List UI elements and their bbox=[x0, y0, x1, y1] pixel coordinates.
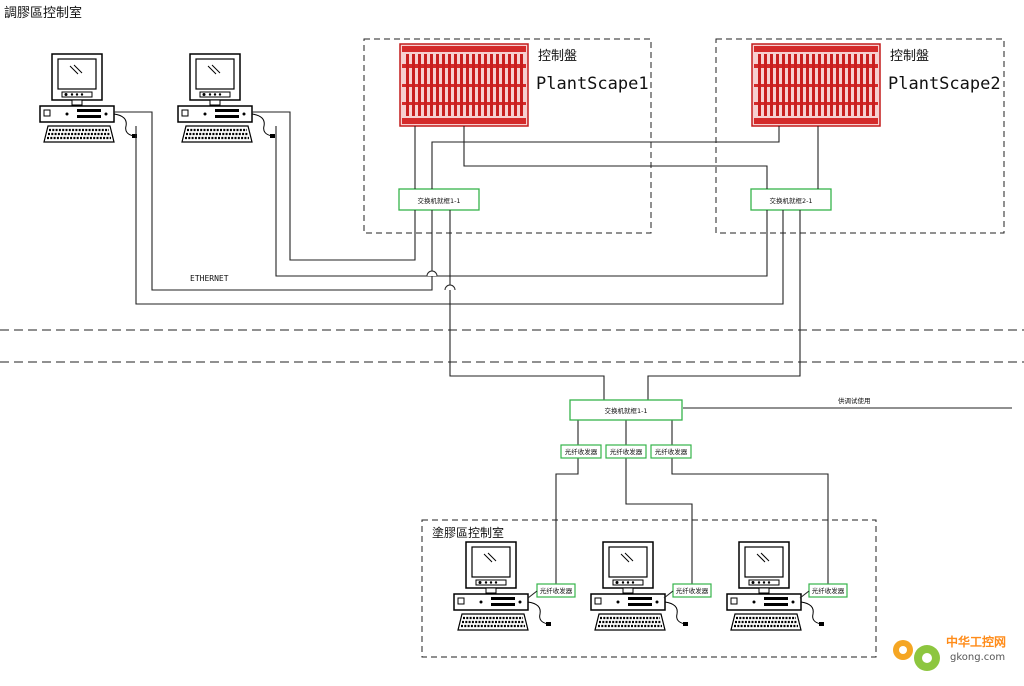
panel-box-1 bbox=[363, 38, 652, 234]
fiber-transceiver-5-label: 光纤收发器 bbox=[676, 586, 709, 595]
fiber-transceiver-6-label: 光纤收发器 bbox=[812, 586, 845, 595]
panel-2-name: PlantScape2 bbox=[888, 74, 1001, 94]
fiber-transceiver-6 bbox=[808, 583, 848, 598]
switch-2-label: 交换机就框2-1 bbox=[769, 196, 812, 205]
ethernet-label: ETHERNET bbox=[190, 274, 229, 283]
panel-1-label: 控制盤 bbox=[538, 49, 577, 64]
workstation-2 bbox=[176, 52, 277, 144]
central-switch bbox=[569, 399, 683, 421]
fiber-transceiver-3 bbox=[650, 444, 692, 459]
fiber-transceiver-1 bbox=[560, 444, 602, 459]
switch-1-label: 交换机就框1-1 bbox=[417, 196, 460, 205]
fiber-transceiver-4 bbox=[536, 583, 576, 598]
gkong-logo: 中华工控网 gkong.com bbox=[893, 634, 1006, 671]
switch-1 bbox=[398, 188, 480, 211]
lower-links bbox=[527, 590, 810, 599]
bottom-area-box bbox=[421, 519, 877, 658]
fiber-transceiver-2-label: 光纤收发器 bbox=[610, 447, 643, 456]
panel-box-2 bbox=[715, 38, 1005, 234]
fiber-transceiver-1-label: 光纤收发器 bbox=[565, 447, 598, 456]
fiber-transceiver-3-label: 光纤收发器 bbox=[655, 447, 688, 456]
watermark-url: gkong.com bbox=[950, 652, 1005, 663]
fiber-transceiver-2 bbox=[605, 444, 647, 459]
central-switch-label: 交换机就框1-1 bbox=[604, 406, 647, 415]
workstation-1 bbox=[38, 52, 139, 144]
wire-crossings bbox=[426, 270, 456, 291]
panel-2-label: 控制盤 bbox=[890, 49, 929, 64]
controller-rack-1 bbox=[399, 43, 529, 127]
controller-rack-2 bbox=[751, 43, 881, 127]
fiber-transceiver-4-label: 光纤收发器 bbox=[540, 586, 573, 595]
watermark-cn: 中华工控网 bbox=[946, 634, 1006, 649]
panel-1-name: PlantScape1 bbox=[536, 74, 649, 94]
ethernet-wiring bbox=[114, 111, 1012, 584]
switch-2 bbox=[750, 188, 832, 211]
top-area-title: 調膠區控制室 bbox=[4, 5, 82, 21]
fiber-transceiver-5 bbox=[672, 583, 712, 598]
debug-label: 供调试使用 bbox=[838, 396, 871, 405]
bottom-area-title: 塗膠區控制室 bbox=[432, 525, 504, 540]
